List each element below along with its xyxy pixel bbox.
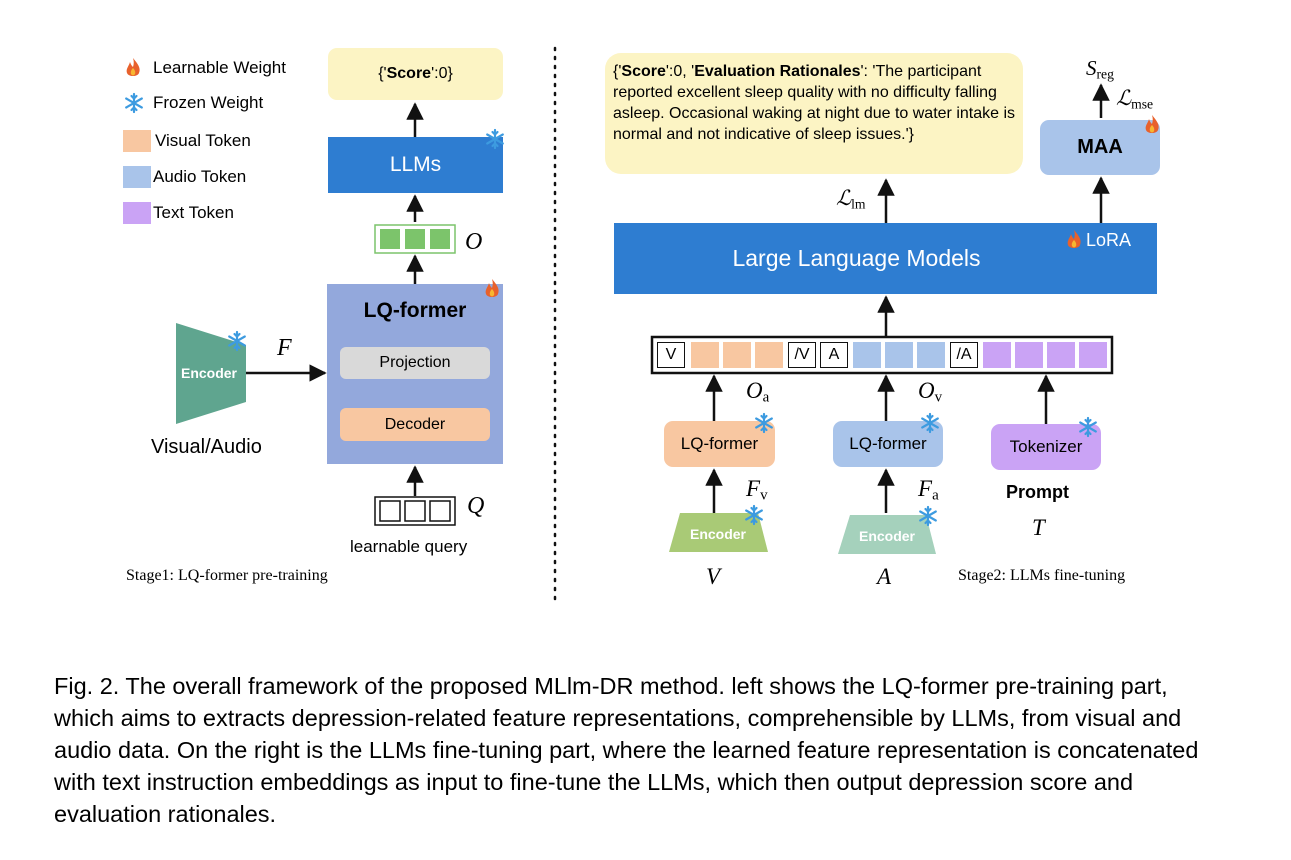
snowflake-icon: [125, 92, 143, 114]
audio-token: [917, 342, 945, 368]
a-label: A: [877, 564, 892, 589]
lqformer-v-box: [664, 421, 775, 467]
l-lm-label: ℒlm: [836, 186, 866, 212]
token-sequence-frame: [650, 335, 1114, 375]
decoder-label: Decoder: [384, 415, 446, 433]
stage1-encoder-label: Encoder: [180, 365, 237, 381]
visual-audio-label: Visual/Audio: [151, 436, 262, 458]
large-language-models-box: [614, 223, 1157, 294]
rationale-text: {'Score':0, 'Evaluation Rationales': 'Th…: [613, 63, 1016, 143]
stage1-llms-label: LLMs: [389, 153, 442, 176]
query-token: [379, 500, 401, 522]
legend-text-swatch: [123, 202, 151, 224]
visual-token: [755, 342, 783, 368]
maa-box: [1040, 120, 1160, 175]
learnable-query-label: learnable query: [350, 537, 468, 556]
stage1-caption: Stage1: LQ-former pre-training: [126, 567, 328, 584]
o-token: [405, 229, 425, 249]
query-token: [404, 500, 426, 522]
q-label: Q: [467, 493, 485, 519]
projection-box: [340, 347, 490, 379]
lqformer-a-box: [833, 421, 943, 467]
rationale-box: [605, 53, 1023, 174]
text-token: [1079, 342, 1107, 368]
visual-token: [723, 342, 751, 368]
maa-label: MAA: [1077, 136, 1123, 158]
lqformer-v-label: LQ-former: [680, 434, 759, 453]
decoder-box: [340, 408, 490, 441]
legend-text-label: Text Token: [153, 203, 234, 222]
stage1-lqformer-label: LQ-former: [363, 299, 467, 322]
encoder-v-shape: [669, 513, 768, 552]
ov-label: Ov: [918, 378, 943, 406]
audio-token: [885, 342, 913, 368]
token-a-end: /A: [950, 342, 978, 368]
legend-frozen-label: Frozen Weight: [153, 93, 264, 112]
lora-label: LoRA: [1086, 230, 1132, 250]
legend-learnable-label: Learnable Weight: [153, 58, 286, 77]
legend-audio-label: Audio Token: [153, 167, 247, 186]
legend-visual-swatch: [123, 130, 151, 152]
o-token: [430, 229, 450, 249]
flame-icon: [126, 58, 140, 76]
encoder-a-shape: [838, 515, 936, 554]
text-token: [1015, 342, 1043, 368]
s-reg-label: Sreg: [1086, 56, 1114, 82]
projection-label: Projection: [379, 354, 451, 371]
token-v-start: V: [657, 342, 685, 368]
tokenizer-label: Tokenizer: [1009, 437, 1083, 456]
stage2-caption: Stage2: LLMs fine-tuning: [958, 567, 1126, 584]
l-mse-label: ℒmse: [1116, 86, 1154, 112]
stage1-encoder-shape: [176, 323, 246, 424]
audio-token: [853, 342, 881, 368]
tokenizer-box: [991, 424, 1101, 470]
fa-label: Fa: [918, 476, 939, 504]
oa-label: Oa: [746, 378, 770, 406]
fv-label: Fv: [746, 476, 768, 504]
v-label: V: [706, 564, 721, 589]
query-token: [429, 500, 451, 522]
figure-caption: Fig. 2. The overall framework of the pro…: [54, 673, 1199, 827]
lqformer-a-label: LQ-former: [849, 434, 927, 453]
encoder-v-label: Encoder: [689, 526, 746, 542]
text-token: [983, 342, 1011, 368]
encoder-a-label: Encoder: [858, 528, 915, 544]
f-label: F: [277, 335, 292, 361]
legend-visual-label: Visual Token: [155, 131, 251, 150]
stage1-output-text: {'Score':0}: [378, 65, 453, 82]
visual-token: [691, 342, 719, 368]
stage1-output-box: [328, 48, 503, 100]
o-label: O: [465, 229, 483, 255]
stage1-llms-box: [328, 137, 503, 193]
llm-label: Large Language Models: [732, 245, 981, 271]
token-a-start: A: [820, 342, 848, 368]
legend-audio-swatch: [123, 166, 151, 188]
t-label: T: [1032, 515, 1045, 540]
o-token: [380, 229, 400, 249]
prompt-label: Prompt: [1006, 482, 1069, 502]
text-token: [1047, 342, 1075, 368]
token-v-end: /V: [788, 342, 816, 368]
